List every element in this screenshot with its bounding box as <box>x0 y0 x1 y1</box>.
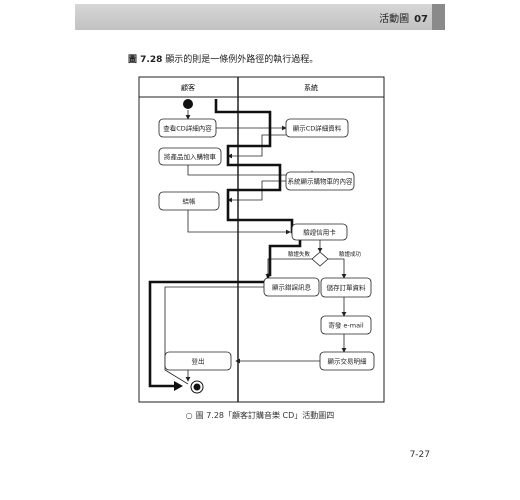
flow-error-end <box>164 286 265 385</box>
action-add-cart <box>158 147 222 166</box>
flow-checkout-verify <box>187 210 291 235</box>
guard-success-label: 驗證成功 <box>339 250 362 258</box>
action-send-email <box>320 315 372 335</box>
action-show-cart-label: 系統顯示購物車的內容 <box>288 177 354 186</box>
page-number: 7-27 <box>409 450 430 460</box>
diagram-frame <box>138 76 385 403</box>
intro-paragraph: 圖 7.28 顯示的則是一條例外路徑的執行過程。 <box>128 52 318 65</box>
action-show-detail-label: 顯示交易明細 <box>328 357 368 366</box>
flow-decision-success <box>328 258 347 279</box>
action-send-email-label: 寄發 e-mail <box>328 321 364 330</box>
action-show-error <box>263 277 320 297</box>
action-verify-card <box>291 223 348 241</box>
initial-node <box>183 99 193 109</box>
chapter-number: 07 <box>414 14 428 25</box>
chapter-tab-marker <box>432 4 445 30</box>
action-logout-label: 登出 <box>192 357 205 366</box>
action-checkout <box>158 191 220 211</box>
action-save-order <box>320 277 372 298</box>
action-show-detail <box>319 351 375 371</box>
lightbulb-icon: ○ <box>185 411 193 420</box>
flow-decision-fail <box>265 258 313 279</box>
figure-caption-text: 圖 7.28「顧客訂購音樂 CD」活動圖四 <box>195 411 335 420</box>
action-show-cd-label: 顯示CD詳細資料 <box>293 124 342 133</box>
final-node-inner <box>193 383 201 391</box>
action-view-cd <box>158 118 217 138</box>
lane-system-label: 系統 <box>304 83 318 92</box>
exception-path-arrowhead <box>174 381 183 391</box>
lane-customer-label: 顧客 <box>181 83 195 92</box>
action-save-order-label: 儲存訂單資料 <box>327 283 367 292</box>
guard-fail-label: 驗證失敗 <box>288 250 311 258</box>
exception-path-highlight <box>148 99 302 388</box>
figure-caption: ○圖 7.28「顧客訂購音樂 CD」活動圖四 <box>0 410 520 421</box>
intro-text: 顯示的則是一條例外路徑的執行過程。 <box>162 55 319 65</box>
action-add-cart-label: 將產品加入購物車 <box>164 152 217 161</box>
chapter-title: 活動圖 <box>379 14 410 25</box>
action-show-cd <box>285 118 349 138</box>
figure-reference: 圖 7.28 <box>128 55 163 65</box>
action-view-cd-label: 查看CD詳細內容 <box>163 124 212 133</box>
action-show-cart <box>285 171 355 191</box>
decision-node <box>311 251 329 267</box>
action-checkout-label: 結帳 <box>183 197 197 206</box>
action-verify-card-label: 驗證信用卡 <box>303 228 336 237</box>
chapter-header-bar <box>75 4 445 30</box>
action-show-error-label: 顯示錯誤訊息 <box>272 283 312 292</box>
chapter-header: 活動圖 07 <box>379 10 428 25</box>
action-logout <box>164 351 232 371</box>
